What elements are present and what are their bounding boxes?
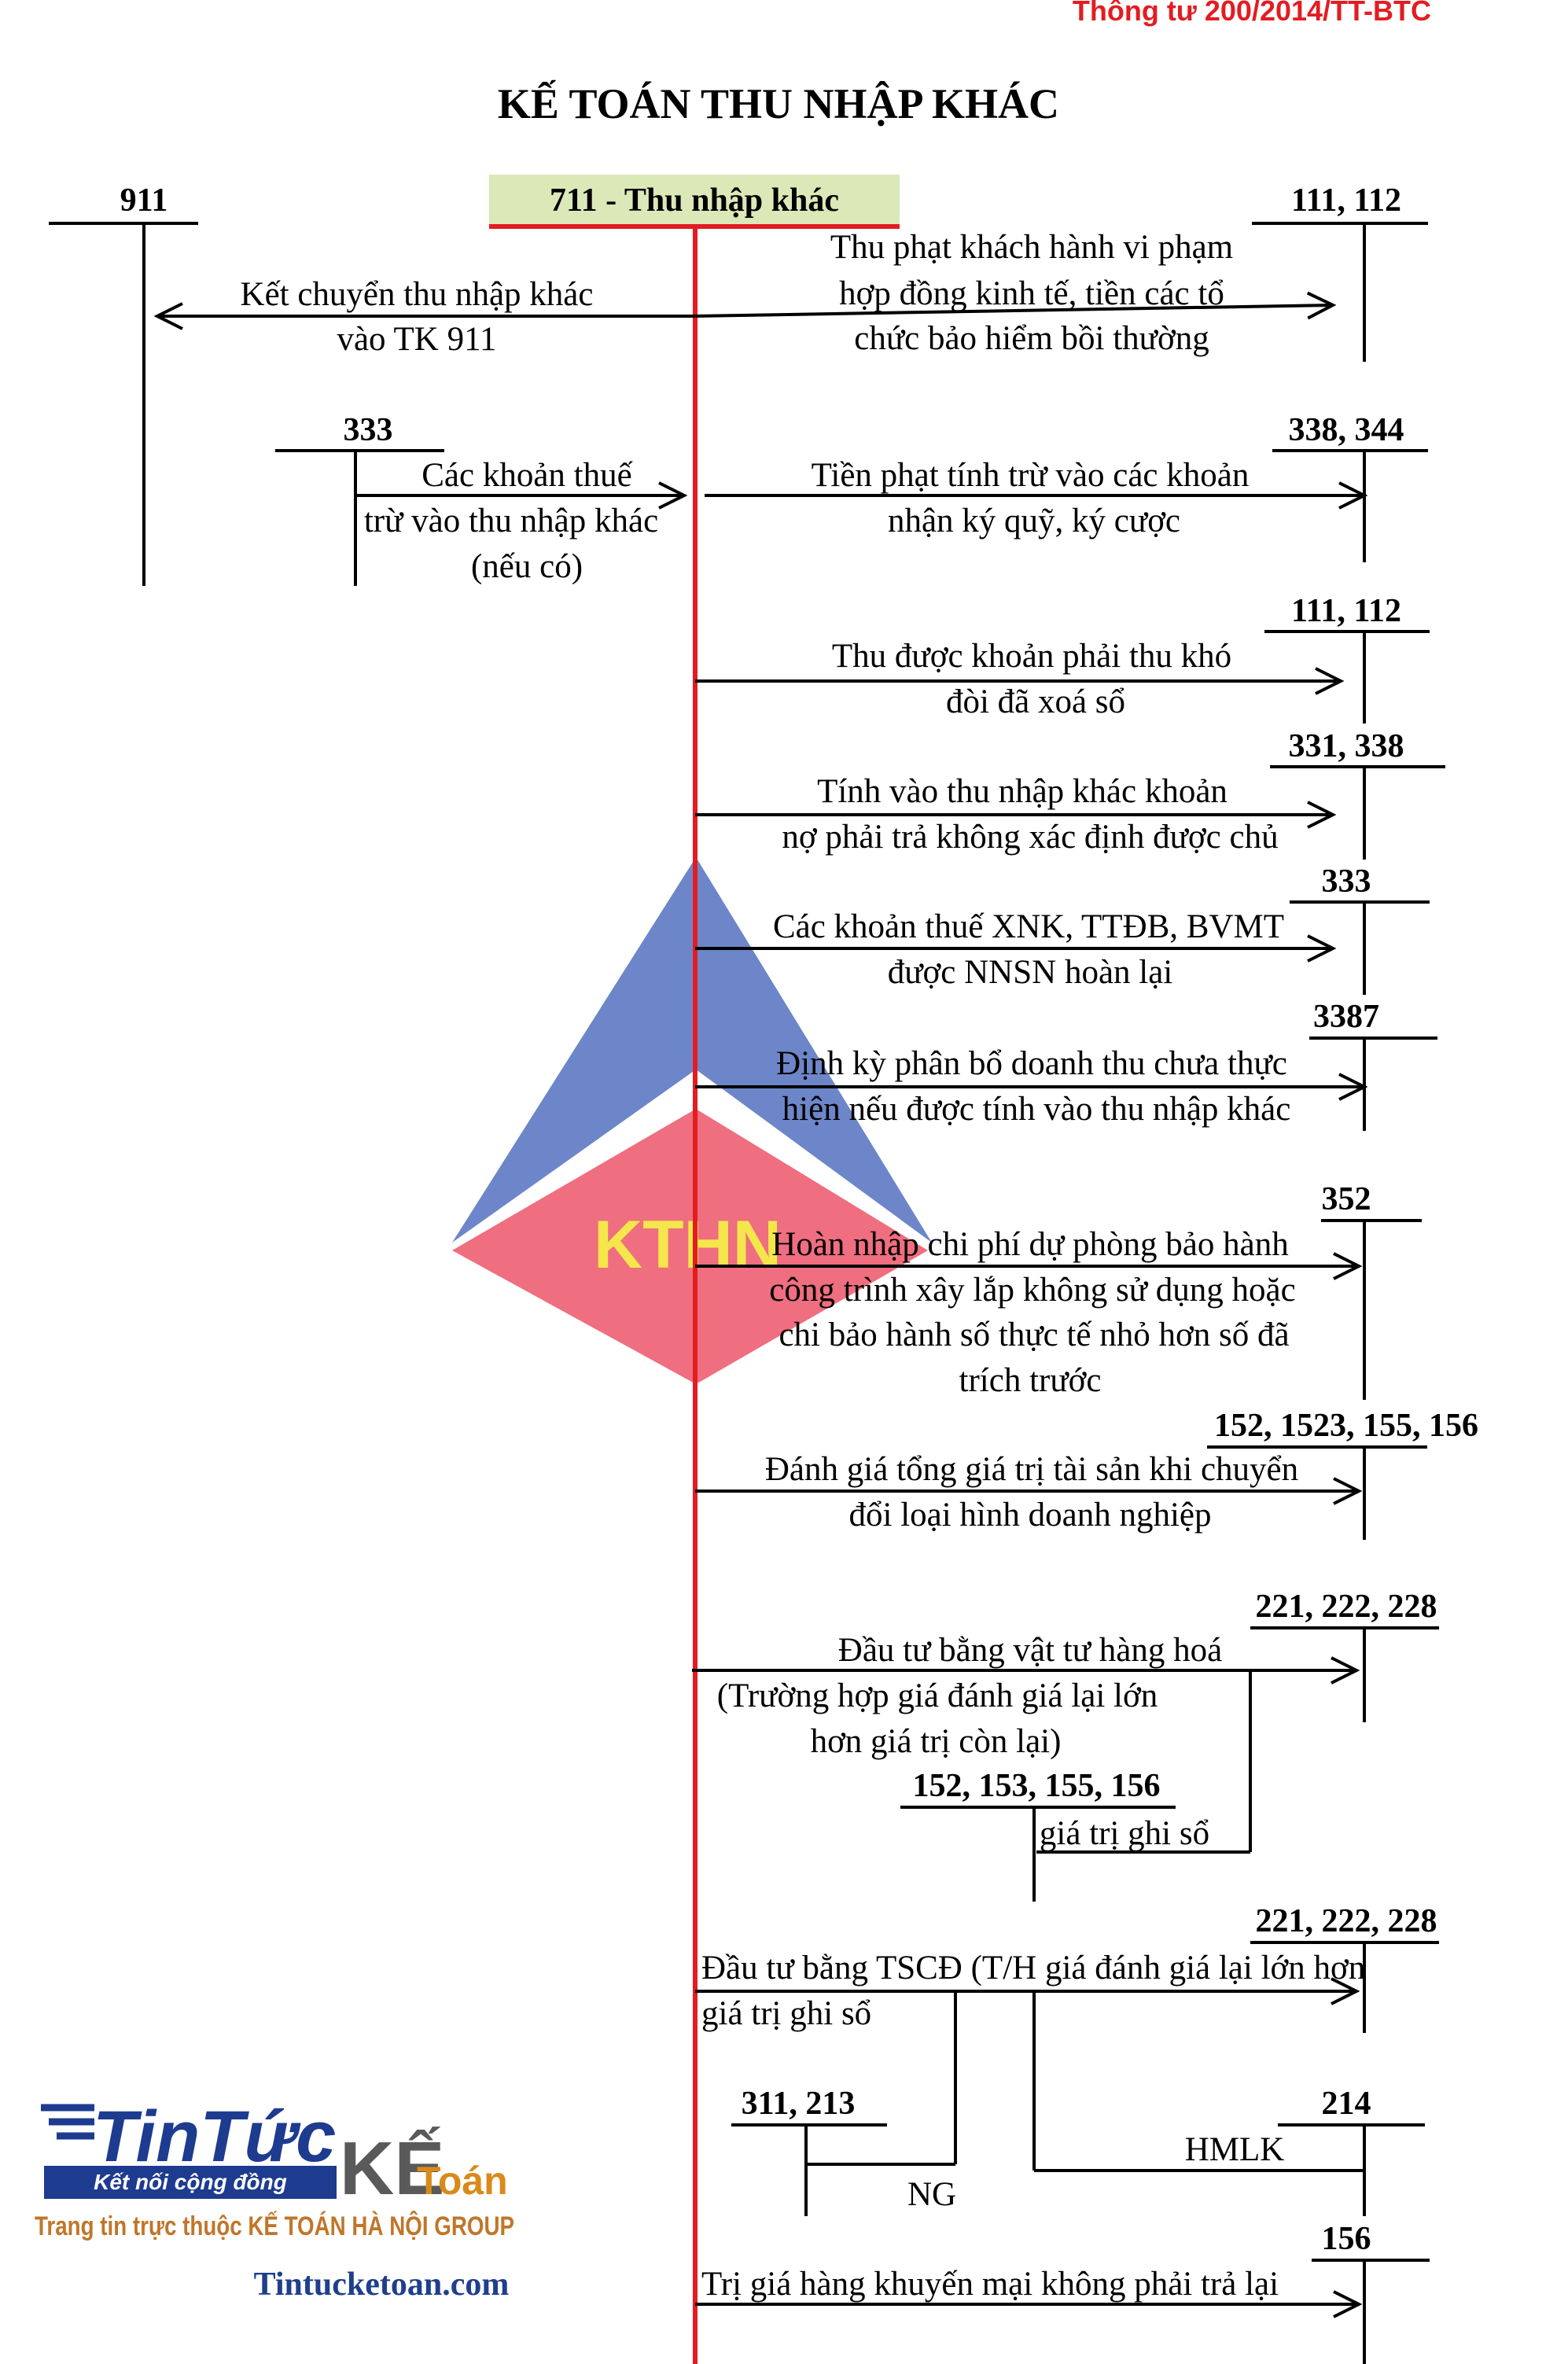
account-352-label: 352 (1322, 1181, 1371, 1217)
logo-slogan-bar (44, 2166, 337, 2199)
account-331-338-label: 331, 338 (1289, 728, 1404, 764)
logo-tagline: Trang tin trực thuộc KẾ TOÁN HÀ NỘI GROU… (35, 2211, 514, 2241)
account-711-label: 711 - Thu nhập khác (550, 182, 839, 219)
transfer-911-line-1: Kết chuyển thu nhập khác (241, 276, 594, 313)
logo-brand-toan: Toán (417, 2159, 508, 2203)
account-338-344-label: 338, 344 (1289, 412, 1404, 448)
taxes-line-1: Các khoản thuế (421, 457, 633, 494)
warranty-line-3: chi bảo hành số thực tế nhỏ hơn số đã (778, 1316, 1289, 1353)
account-214-label: 214 (1322, 2086, 1371, 2122)
fines-line-3: chức bảo hiểm bồi thường (854, 320, 1209, 357)
invest-fixed-line-2: giá trị ghi sổ (701, 1995, 871, 2032)
fines-line-2: hợp đồng kinh tế, tiền các tổ (839, 275, 1224, 312)
watermark-blue-triangle (452, 857, 932, 1243)
account-333-b-label: 333 (1322, 863, 1371, 900)
account-156-label: 156 (1322, 2221, 1371, 2257)
revaluation-line-2: đổi loại hình doanh nghiệp (849, 1497, 1212, 1534)
watermark-red-diamond (452, 1109, 928, 1384)
warranty-line-2: công trình xây lắp không sử dụng hoặc (769, 1272, 1295, 1309)
account-152-1523-label: 152, 1523, 155, 156 (1214, 1408, 1478, 1444)
invest-goods-line-1: Đầu tư bằng vật tư hàng hoá (838, 1632, 1222, 1669)
hmlk-label: HMLK (1185, 2131, 1285, 2168)
logo-brand-tintuc: TinTức (93, 2097, 336, 2177)
unearned-line-1: Định kỳ phân bổ doanh thu chưa thực (776, 1045, 1287, 1082)
arrow-fines (694, 305, 1333, 316)
taxes-line-3: (nếu có) (471, 548, 583, 585)
unearned-line-2: hiện nếu được tính vào thu nhập khác (782, 1091, 1291, 1128)
invest-fixed-line-1: Đầu tư bằng TSCĐ (T/H giá đánh giá lại l… (701, 1950, 1365, 1987)
tax-refund-line-2: được NNSN hoàn lại (888, 954, 1173, 991)
account-333-a-label: 333 (344, 412, 393, 448)
book-value-label: giá trị ghi sổ (1040, 1815, 1209, 1852)
ng-label: NG (907, 2176, 956, 2213)
watermark-text: KTHN (594, 1207, 782, 1283)
fines-line-1: Thu phạt khách hành vi phạm (830, 229, 1233, 266)
payables-line-1: Tính vào thu nhập khác khoản (817, 773, 1228, 810)
deposits-line-1: Tiền phạt tính trừ vào các khoản (812, 457, 1250, 494)
account-221-a-label: 221, 222, 228 (1256, 1589, 1437, 1625)
account-711-box (489, 175, 900, 225)
deposits-line-2: nhận ký quỹ, ký cược (888, 503, 1180, 539)
warranty-line-4: trích trước (959, 1362, 1102, 1399)
tintucketoan-logo: TinTức KẾ Toán Kết nối cộng đồng Trang t… (35, 2097, 514, 2241)
logo-brand-ke: KẾ (340, 2126, 444, 2211)
payables-line-2: nợ phải trả không xác định được chủ (782, 819, 1278, 856)
logo-slogan: Kết nối cộng đồng (94, 2170, 287, 2194)
kthn-watermark: KTHN (452, 857, 932, 1384)
account-152-153-label: 152, 153, 155, 156 (913, 1768, 1161, 1804)
invest-goods-line-2: (Trường hợp giá đánh giá lại lớn (717, 1677, 1158, 1714)
account-911-label: 911 (120, 182, 168, 219)
account-111-112-a-label: 111, 112 (1291, 182, 1401, 219)
tax-refund-line-1: Các khoản thuế XNK, TTĐB, BVMT (773, 908, 1284, 945)
transfer-911-line-2: vào TK 911 (337, 321, 496, 358)
account-111-112-b-label: 111, 112 (1291, 593, 1401, 629)
revaluation-line-1: Đánh giá tổng giá trị tài sản khi chuyển (765, 1451, 1298, 1488)
bad-debts-line-1: Thu được khoản phải thu khó (832, 638, 1231, 675)
bad-debts-line-2: đòi đã xoá sổ (946, 683, 1125, 720)
circular-reference: Thông tư 200/2014/TT-BTC (1073, 0, 1431, 27)
account-311-213-label: 311, 213 (742, 2086, 856, 2122)
promotion-line-1: Trị giá hàng khuyến mại không phải trả l… (701, 2266, 1279, 2303)
warranty-line-1: Hoàn nhập chi phí dự phòng bảo hành (771, 1226, 1288, 1263)
invest-goods-line-3: hơn giá trị còn lại) (811, 1723, 1062, 1760)
site-url[interactable]: Tintucketoan.com (254, 2266, 510, 2303)
page-title: KẾ TOÁN THU NHẬP KHÁC (498, 79, 1059, 127)
account-221-b-label: 221, 222, 228 (1256, 1903, 1437, 1939)
taxes-line-2: trừ vào thu nhập khác (364, 503, 658, 539)
account-3387-label: 3387 (1313, 999, 1379, 1035)
